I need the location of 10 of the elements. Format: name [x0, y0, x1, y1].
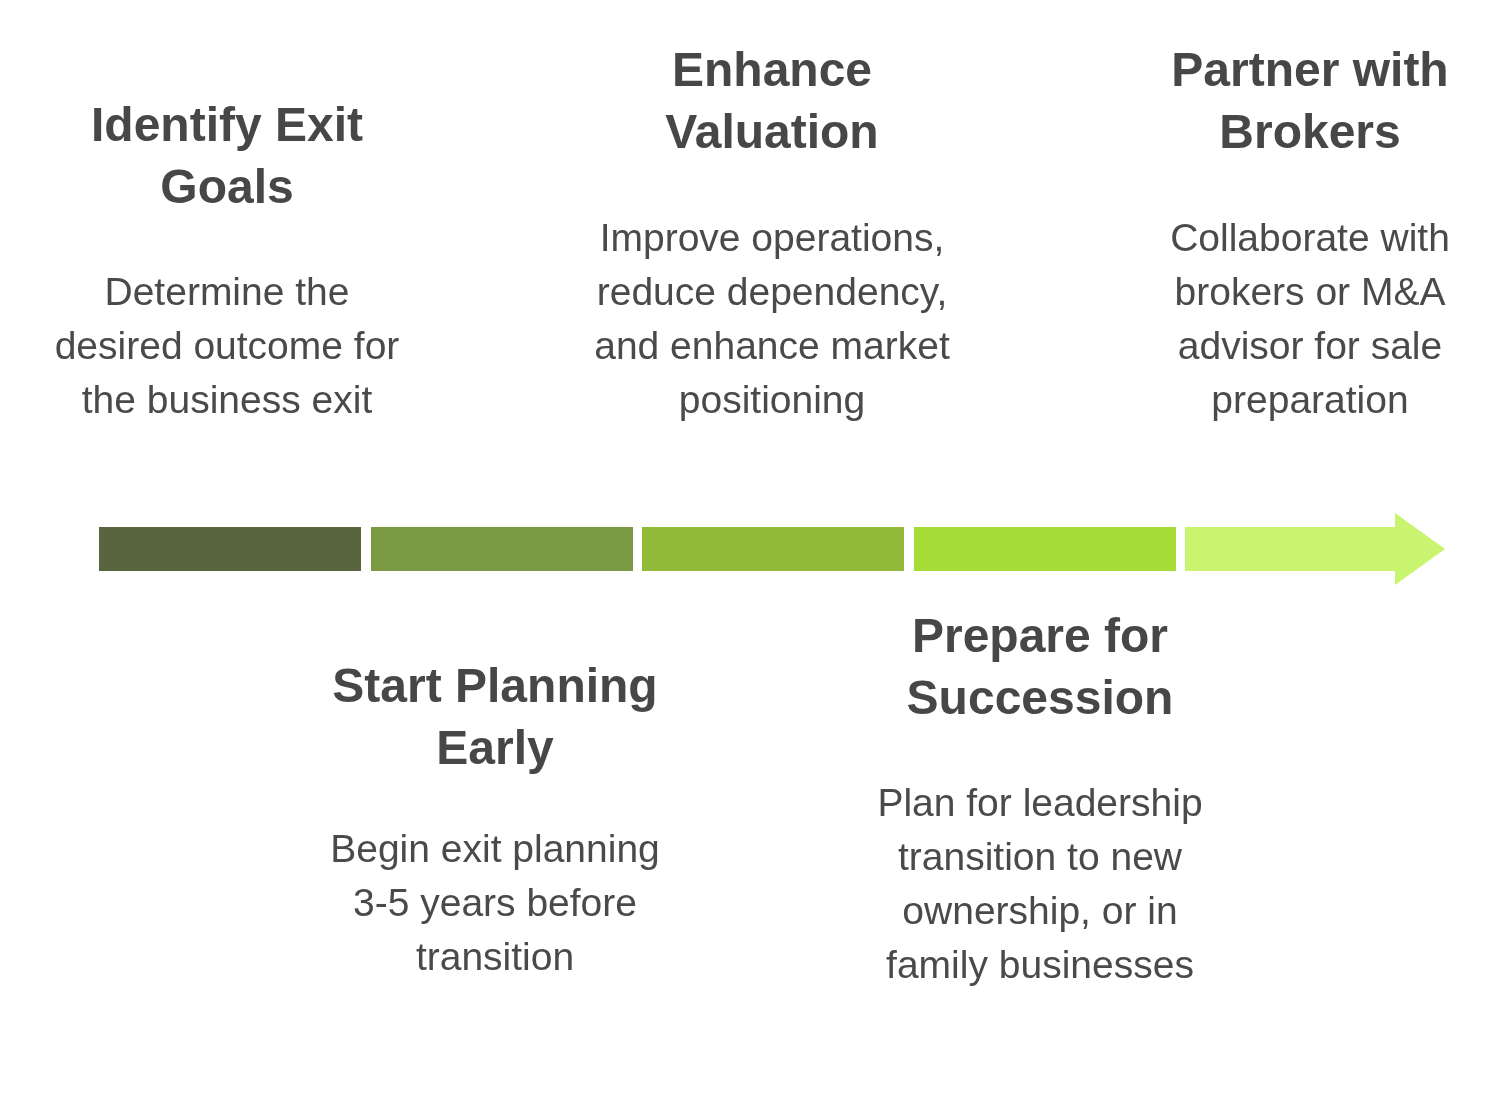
- step-description: Collaborate with brokers or M&A advisor for sale preparation: [1169, 215, 1451, 423]
- step-heading: Identify Exit Goals: [89, 97, 364, 215]
- step-description: Improve operations, reduce dependency, and enhance market positioning: [593, 215, 951, 423]
- step-description: Begin exit planning 3-5 years before transition: [329, 826, 661, 980]
- step-heading: Partner with Brokers: [1170, 42, 1450, 160]
- step-heading: Enhance Valuation: [664, 42, 880, 160]
- step-description: Plan for leadership transition to new ownership, or in family businesses: [876, 780, 1204, 988]
- step-heading: Start Planning Early: [331, 658, 659, 776]
- step-description: Determine the desired outcome for the business exit: [53, 269, 401, 423]
- step-heading: Prepare for Succession: [905, 608, 1175, 726]
